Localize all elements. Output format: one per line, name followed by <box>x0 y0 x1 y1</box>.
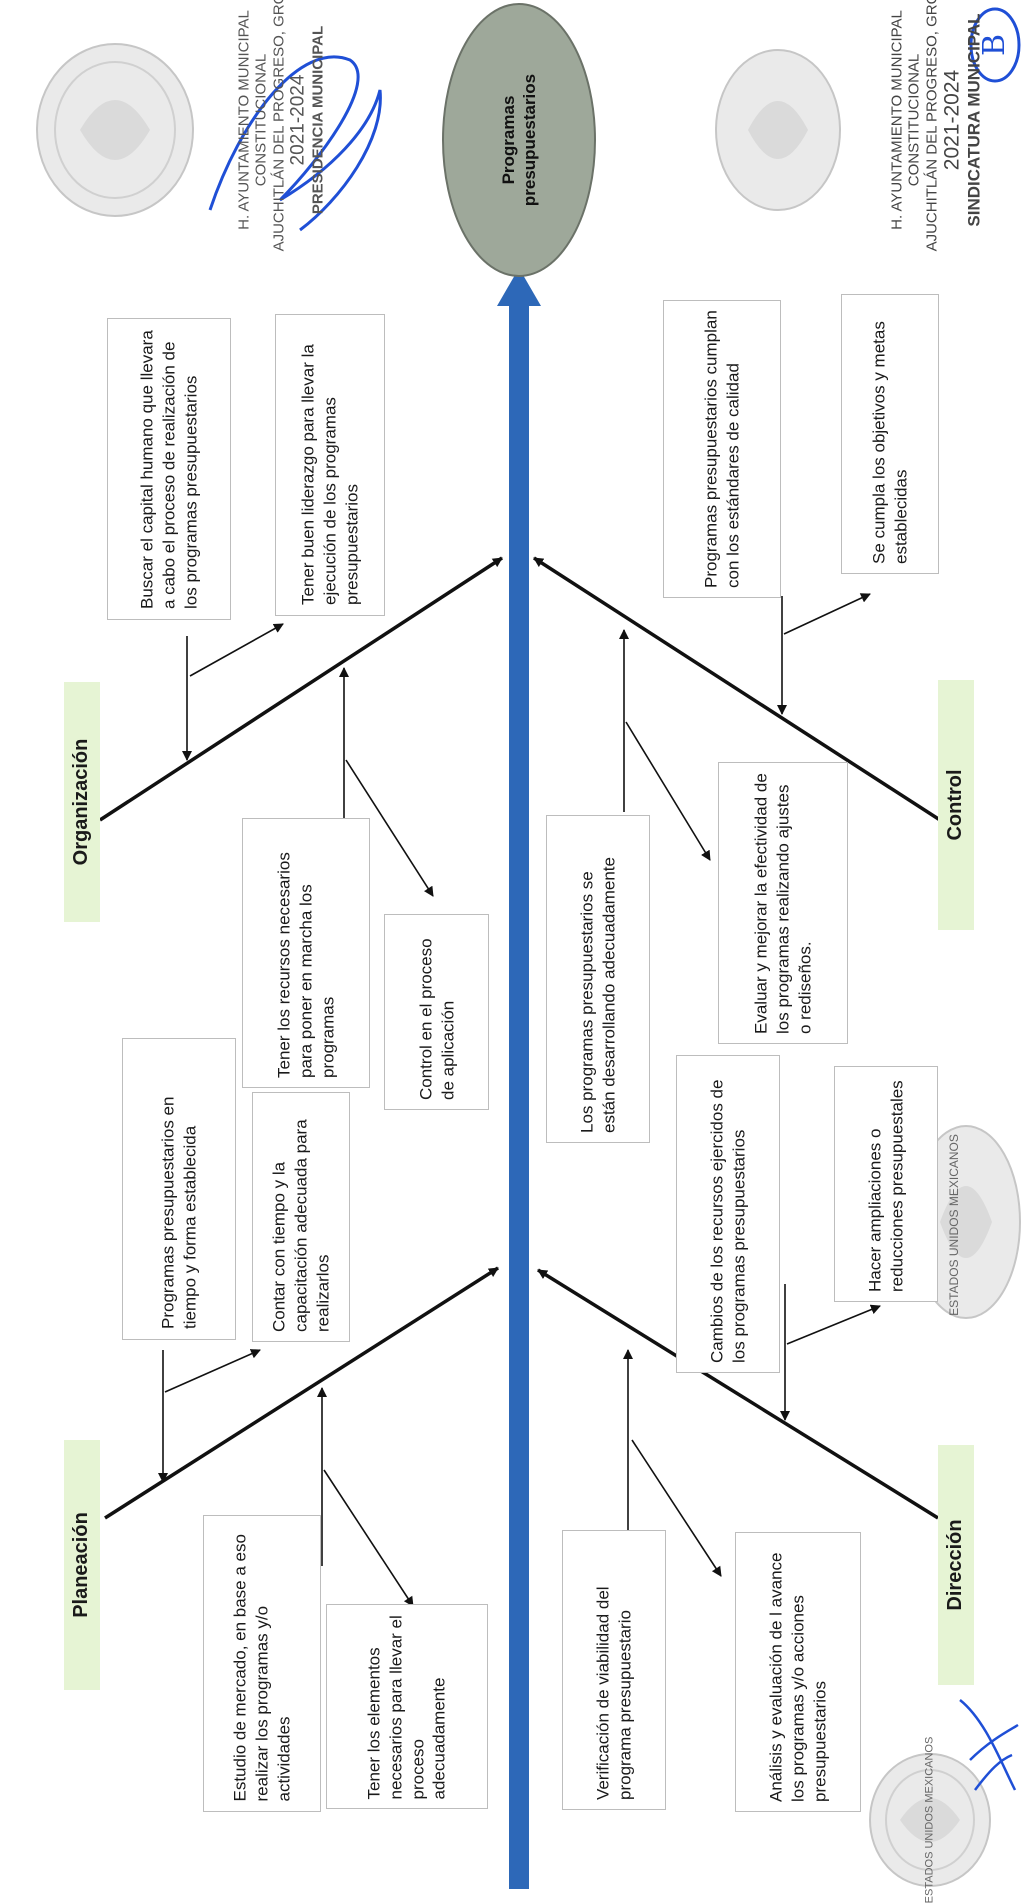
plan-sub-4 <box>323 1469 414 1607</box>
cause-dir-3: Verificación de viabilidad del programa … <box>562 1530 666 1810</box>
plan-sub-2 <box>164 1349 261 1393</box>
stamp-top-right-line4: 2021-2024 <box>940 69 964 171</box>
stamp-top-left-line4: 2021-2024 <box>287 74 309 166</box>
ctrl-sub-4 <box>625 721 711 861</box>
stamp-top-right-line1: H. AYUNTAMIENTO MUNICIPAL <box>888 10 906 230</box>
stamp-top-right-line2: CONSTITUCIONAL <box>905 53 923 187</box>
org-sub-2 <box>189 623 284 677</box>
ctrl-sub-2 <box>783 593 871 635</box>
signature-top-left <box>208 55 382 232</box>
seal-top-left <box>36 43 194 217</box>
stamp-bottom-seal: ESTADOS UNIDOS MEXICANOS <box>870 1737 990 1903</box>
stamp-middle-seal: ESTADOS UNIDOS MEXICANOS <box>900 1134 1010 1316</box>
initial-mark-letter: B <box>976 33 1012 57</box>
cause-org-3: Tener los recursos necesarios para poner… <box>242 818 370 1088</box>
spine-arrowhead <box>497 268 541 306</box>
category-planeacion: Planeación <box>64 1440 100 1690</box>
cause-org-1: Buscar el capital humano que llevara a c… <box>107 318 231 620</box>
category-control: Control <box>938 680 974 930</box>
category-organizacion: Organización <box>64 682 100 922</box>
org-sub-4 <box>345 759 434 897</box>
category-direccion: Dirección <box>938 1445 974 1685</box>
cause-plan-1: Programas presupuestarios en tiempo y fo… <box>122 1038 236 1340</box>
cause-dir-1: Cambios de los recursos ejercidos de los… <box>676 1055 780 1373</box>
stamp-bottom-seal-text: ESTADOS UNIDOS MEXICANOS <box>923 1736 936 1903</box>
stamp-top-left-line5: PRESIDENCIA MUNICIPAL <box>309 25 327 215</box>
bone-organizacion <box>99 556 503 822</box>
stamp-middle-seal-text: ESTADOS UNIDOS MEXICANOS <box>947 1134 962 1316</box>
initial-circle <box>969 7 1021 83</box>
cause-ctrl-3: Los programas presupuestarios se están d… <box>546 815 650 1143</box>
cause-dir-2: Hacer ampliaciones o reducciones presupu… <box>834 1066 938 1302</box>
category-planeacion-label: Planeación <box>70 1512 93 1618</box>
dir-sub-4 <box>631 1439 722 1577</box>
bone-planeacion <box>104 1266 499 1520</box>
cause-ctrl-2: Se cumpla los objetivos y metas establec… <box>841 294 939 574</box>
bone-direccion <box>537 1268 939 1520</box>
stamp-top-left-line1: H. AYUNTAMIENTO MUNICIPAL <box>235 10 253 230</box>
cause-plan-4: Tener los elementos necesarios para llev… <box>326 1604 488 1809</box>
initial-mark: B <box>975 18 1015 72</box>
category-control-label: Control <box>944 769 967 841</box>
bone-control <box>533 556 941 822</box>
dir-sub-2 <box>786 1304 881 1345</box>
cause-org-2: Tener buen liderazgo para llevar la ejec… <box>275 314 385 616</box>
seal-bottom-left <box>869 1753 991 1887</box>
stamp-top-left-line2: CONSTITUCIONAL <box>252 53 270 187</box>
cause-plan-2: Contar con tiempo y la capacitación adec… <box>252 1092 350 1342</box>
cause-plan-3: Estudio de mercado, en base a eso realiz… <box>203 1515 321 1812</box>
cause-org-4: Control en el proceso de aplicación <box>384 914 489 1110</box>
seal-top-right <box>715 49 841 211</box>
stamp-top-left-line3: AJUCHITLÁN DEL PROGRESO, GRO. <box>270 0 288 252</box>
category-direccion-label: Dirección <box>944 1519 967 1611</box>
goal: Programas presupuestarios <box>444 10 594 270</box>
category-organizacion-label: Organización <box>70 738 93 866</box>
signature-bottom <box>959 1699 1019 1791</box>
cause-dir-4: Análisis y evaluación de l avance los pr… <box>735 1532 861 1812</box>
goal-ellipse <box>442 3 596 277</box>
seal-middle-right <box>911 1125 1021 1319</box>
stamp-top-right-line3: AJUCHITLÁN DEL PROGRESO, GRO. <box>922 0 940 252</box>
stamp-top-left: H. AYUNTAMIENTO MUNICIPAL CONSTITUCIONAL… <box>196 0 366 251</box>
cause-ctrl-1: Programas presupuestarios cumplan con lo… <box>663 300 781 598</box>
goal-label: Programas presupuestarios <box>498 73 539 207</box>
spine-arrow <box>509 300 529 1889</box>
cause-ctrl-4: Evaluar y mejorar la efectividad de los … <box>718 762 848 1044</box>
